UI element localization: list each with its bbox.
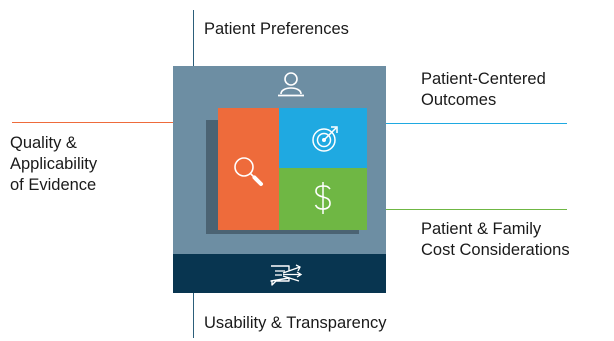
bottom-connector-line bbox=[193, 293, 194, 338]
patient-icon bbox=[278, 72, 304, 97]
top-connector-line bbox=[193, 10, 194, 66]
dollar-icon bbox=[314, 182, 331, 214]
label-patient-centered-outcomes: Patient-Centered Outcomes bbox=[421, 70, 546, 109]
target-icon bbox=[312, 126, 338, 152]
label-cost-considerations: Patient & Family Cost Considerations bbox=[421, 220, 570, 259]
label-usability-transparency: Usability & Transparency bbox=[204, 314, 387, 332]
outcomes-tile bbox=[279, 108, 367, 168]
label-quality-evidence: Quality & Applicability of Evidence bbox=[10, 134, 98, 194]
right-top-connector-line bbox=[367, 123, 567, 124]
evidence-tile bbox=[218, 108, 279, 230]
framework-panel-footer bbox=[173, 254, 386, 293]
left-connector-line bbox=[12, 122, 218, 123]
document-arrows-icon bbox=[270, 264, 303, 286]
cost-tile bbox=[279, 168, 367, 230]
right-bottom-connector-line bbox=[367, 209, 567, 210]
magnifier-icon bbox=[234, 157, 263, 186]
label-patient-preferences: Patient Preferences bbox=[204, 20, 349, 38]
